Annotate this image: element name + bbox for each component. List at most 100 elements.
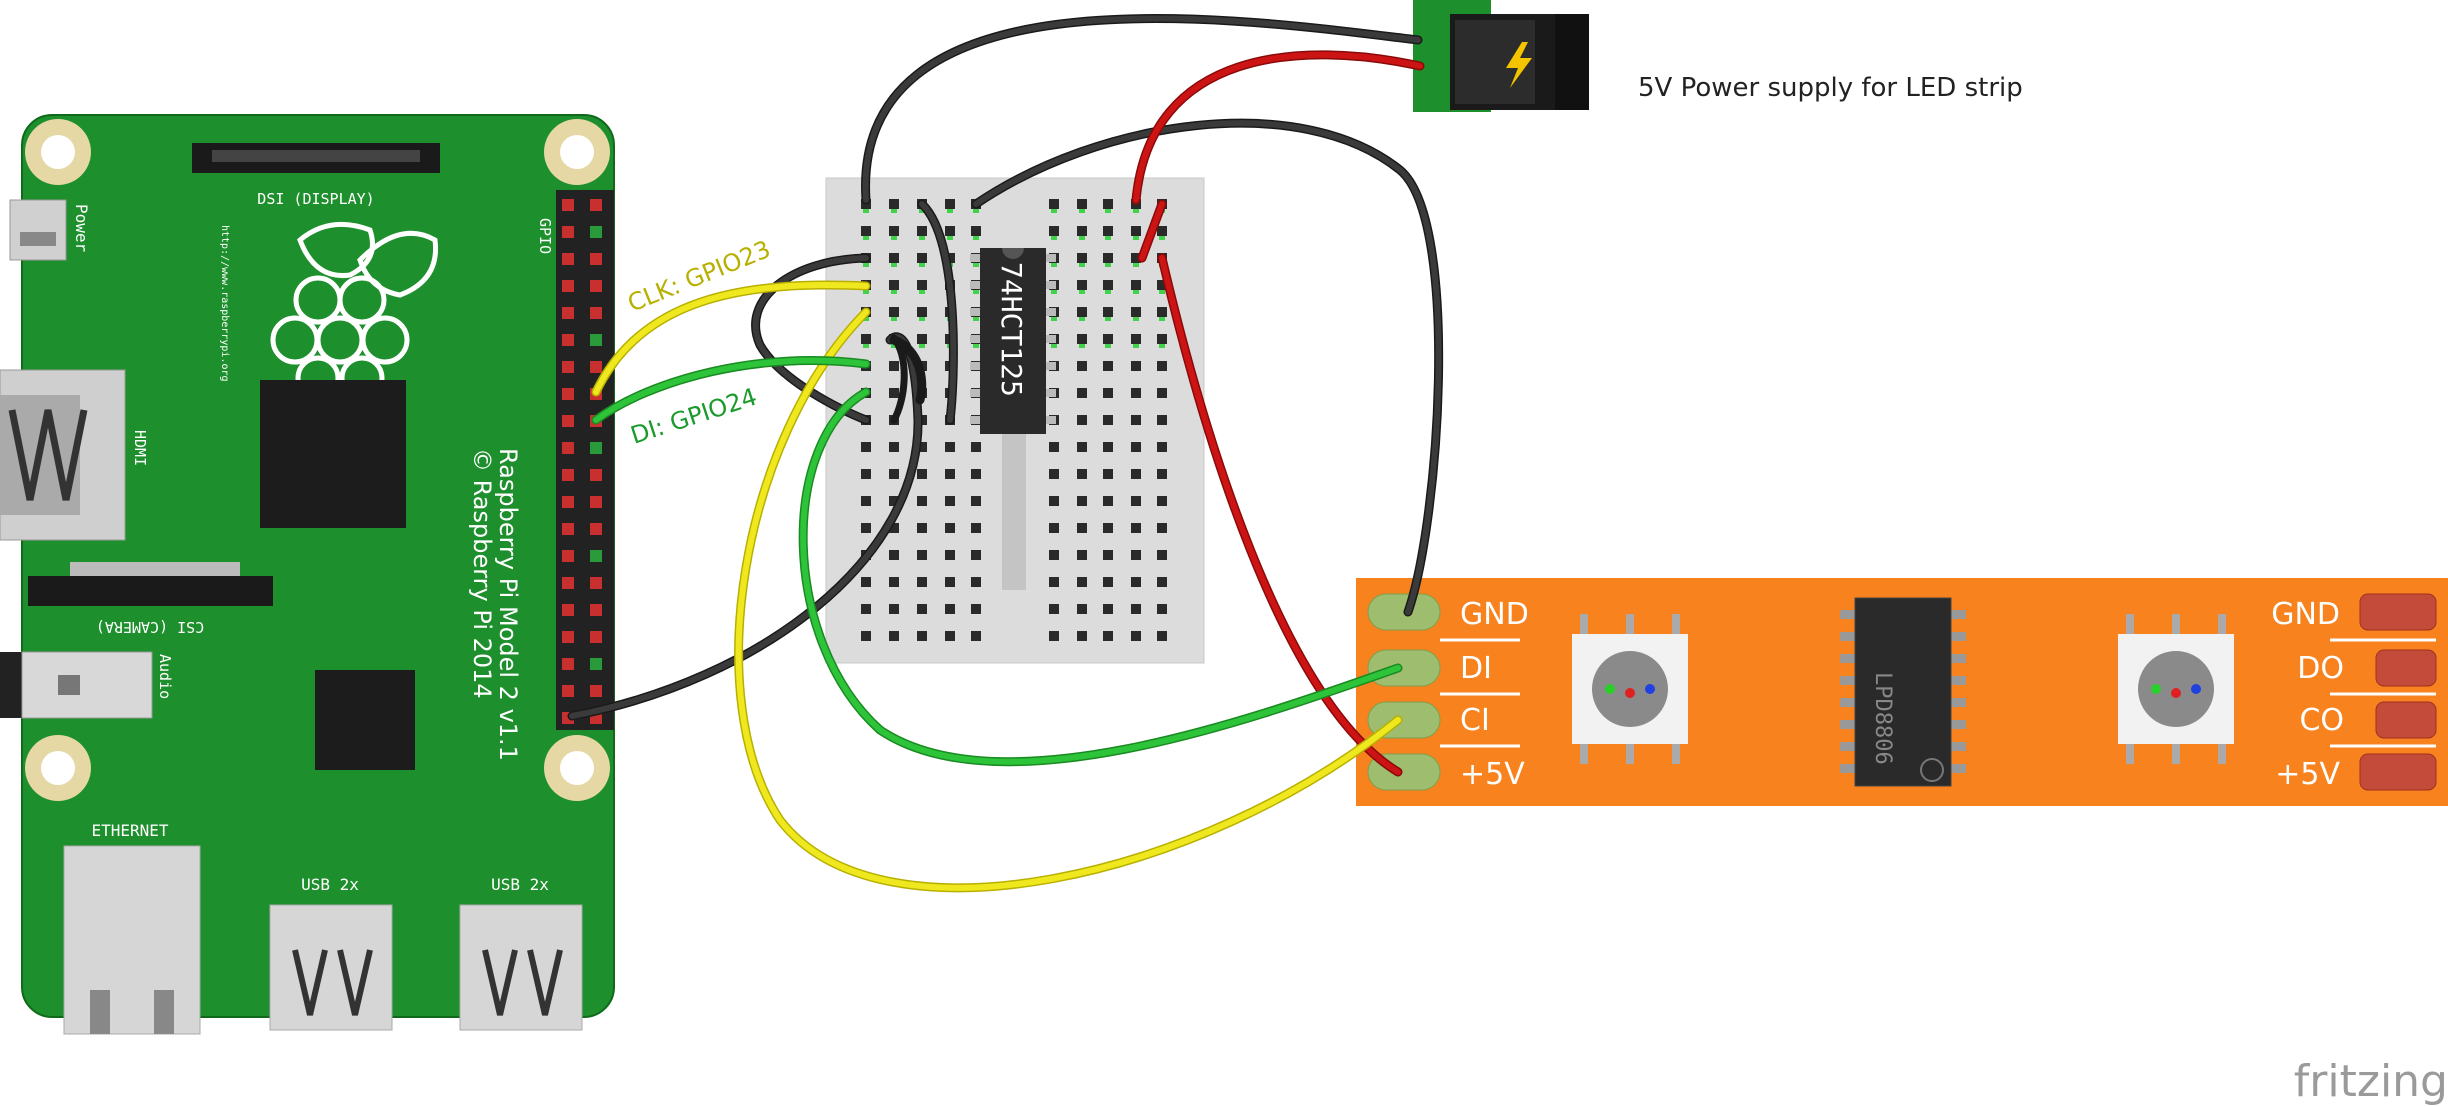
breadboard-hole xyxy=(861,334,871,344)
breadboard-hole xyxy=(945,469,955,479)
driver-chip-pin xyxy=(1948,764,1966,773)
strip-pad xyxy=(2359,593,2437,631)
breadboard-hole xyxy=(1077,334,1087,344)
power-supply-label: 5V Power supply for LED strip xyxy=(1638,73,2023,103)
breadboard-hole xyxy=(971,550,981,560)
breadboard-hole xyxy=(971,523,981,533)
gpio-pin xyxy=(590,658,602,670)
breadboard-hole xyxy=(1103,199,1113,209)
breadboard-hole xyxy=(1157,604,1167,614)
driver-chip-pin xyxy=(1948,632,1966,641)
gpio-pin xyxy=(562,631,574,643)
ic-pin xyxy=(1044,308,1056,316)
breadboard-hole xyxy=(889,253,899,263)
strip-pin-co-label: CO xyxy=(2299,703,2344,738)
strip-pad xyxy=(2375,701,2437,739)
breadboard-hole xyxy=(861,469,871,479)
breadboard-hole xyxy=(1103,388,1113,398)
breadboard-hole-highlight xyxy=(891,344,897,348)
strip-pad xyxy=(2359,753,2437,791)
strip-pin-di-label: DI xyxy=(1460,651,1492,686)
breadboard-hole xyxy=(917,604,927,614)
breadboard-hole-highlight xyxy=(863,344,869,348)
breadboard-hole xyxy=(917,280,927,290)
breadboard-hole xyxy=(971,631,981,641)
breadboard-hole xyxy=(1049,469,1059,479)
breadboard-hole xyxy=(889,577,899,587)
breadboard-hole xyxy=(1131,523,1141,533)
breadboard-hole xyxy=(861,604,871,614)
ic-pin xyxy=(970,362,982,370)
driver-chip-pin xyxy=(1948,698,1966,707)
breadboard-hole-highlight xyxy=(1105,236,1111,240)
breadboard-hole xyxy=(971,442,981,452)
gpio-pin xyxy=(590,685,602,697)
ethernet-port: ETHERNET xyxy=(63,821,201,1035)
ic-pin xyxy=(970,416,982,424)
driver-chip-pin xyxy=(1840,654,1858,663)
breadboard-hole-highlight xyxy=(1105,344,1111,348)
breadboard-hole xyxy=(1103,415,1113,425)
breadboard-hole-highlight xyxy=(891,317,897,321)
gpio-pin xyxy=(590,307,602,319)
driver-chip-pin xyxy=(1948,720,1966,729)
breadboard-hole-highlight xyxy=(973,344,979,348)
breadboard-hole xyxy=(861,496,871,506)
breadboard-hole xyxy=(1049,199,1059,209)
breadboard-hole xyxy=(971,496,981,506)
breadboard-hole xyxy=(1131,604,1141,614)
breadboard-hole xyxy=(1131,550,1141,560)
gpio-pin xyxy=(590,631,602,643)
breadboard-hole-highlight xyxy=(1133,317,1139,321)
dsi-label: DSI (DISPLAY) xyxy=(257,190,374,208)
usb-label: USB 2x xyxy=(301,875,359,894)
breadboard-hole-highlight xyxy=(863,290,869,294)
model-label: Raspberry Pi Model 2 v1.1 xyxy=(494,448,522,761)
breadboard-hole-highlight xyxy=(973,290,979,294)
breadboard-hole xyxy=(1157,442,1167,452)
strip-pin-do-label: DO xyxy=(2297,651,2344,686)
breadboard-hole-highlight xyxy=(1105,290,1111,294)
strip-pin-5v-out-label: +5V xyxy=(2275,757,2340,792)
breadboard-hole xyxy=(1131,388,1141,398)
breadboard-hole-highlight xyxy=(1105,317,1111,321)
ic-pin xyxy=(1044,362,1056,370)
breadboard-hole-highlight xyxy=(1051,290,1057,294)
breadboard-hole-highlight xyxy=(863,263,869,267)
audio-label: Audio xyxy=(156,654,174,699)
gpio-pin xyxy=(562,307,574,319)
driver-chip-pin xyxy=(1840,742,1858,751)
soc-chip xyxy=(260,380,406,528)
dsi-connector: DSI (DISPLAY) xyxy=(192,143,440,208)
mounting-hole xyxy=(544,119,610,185)
breadboard-hole-highlight xyxy=(1079,290,1085,294)
breadboard-hole xyxy=(1131,469,1141,479)
breadboard-hole xyxy=(945,604,955,614)
breadboard-hole xyxy=(1157,523,1167,533)
strip-pad xyxy=(1367,649,1441,687)
gpio-pin xyxy=(562,523,574,535)
breadboard-hole-highlight xyxy=(919,263,925,267)
gpio-label: GPIO xyxy=(536,218,554,254)
breadboard-hole-highlight xyxy=(1133,290,1139,294)
breadboard-hole xyxy=(945,496,955,506)
mounting-hole xyxy=(25,735,91,801)
breadboard-hole-highlight xyxy=(1051,344,1057,348)
ic-label: 74HCT125 xyxy=(995,262,1028,397)
breadboard-hole xyxy=(889,523,899,533)
driver-chip-pin xyxy=(1840,720,1858,729)
strip-pin-gnd-label: GND xyxy=(1460,597,1529,632)
breadboard-hole xyxy=(971,469,981,479)
hdmi-label: HDMI xyxy=(131,430,149,466)
gpio-pin xyxy=(590,523,602,535)
breadboard-hole-highlight xyxy=(863,317,869,321)
gpio-pin xyxy=(562,226,574,238)
breadboard-hole xyxy=(1049,523,1059,533)
breadboard-hole-highlight xyxy=(891,290,897,294)
breadboard-hole xyxy=(1049,442,1059,452)
gpio-pin xyxy=(590,604,602,616)
breadboard-hole xyxy=(889,550,899,560)
breadboard-hole-highlight xyxy=(919,209,925,213)
breadboard-hole xyxy=(945,631,955,641)
driver-chip-label: LPD8806 xyxy=(1870,672,1895,765)
